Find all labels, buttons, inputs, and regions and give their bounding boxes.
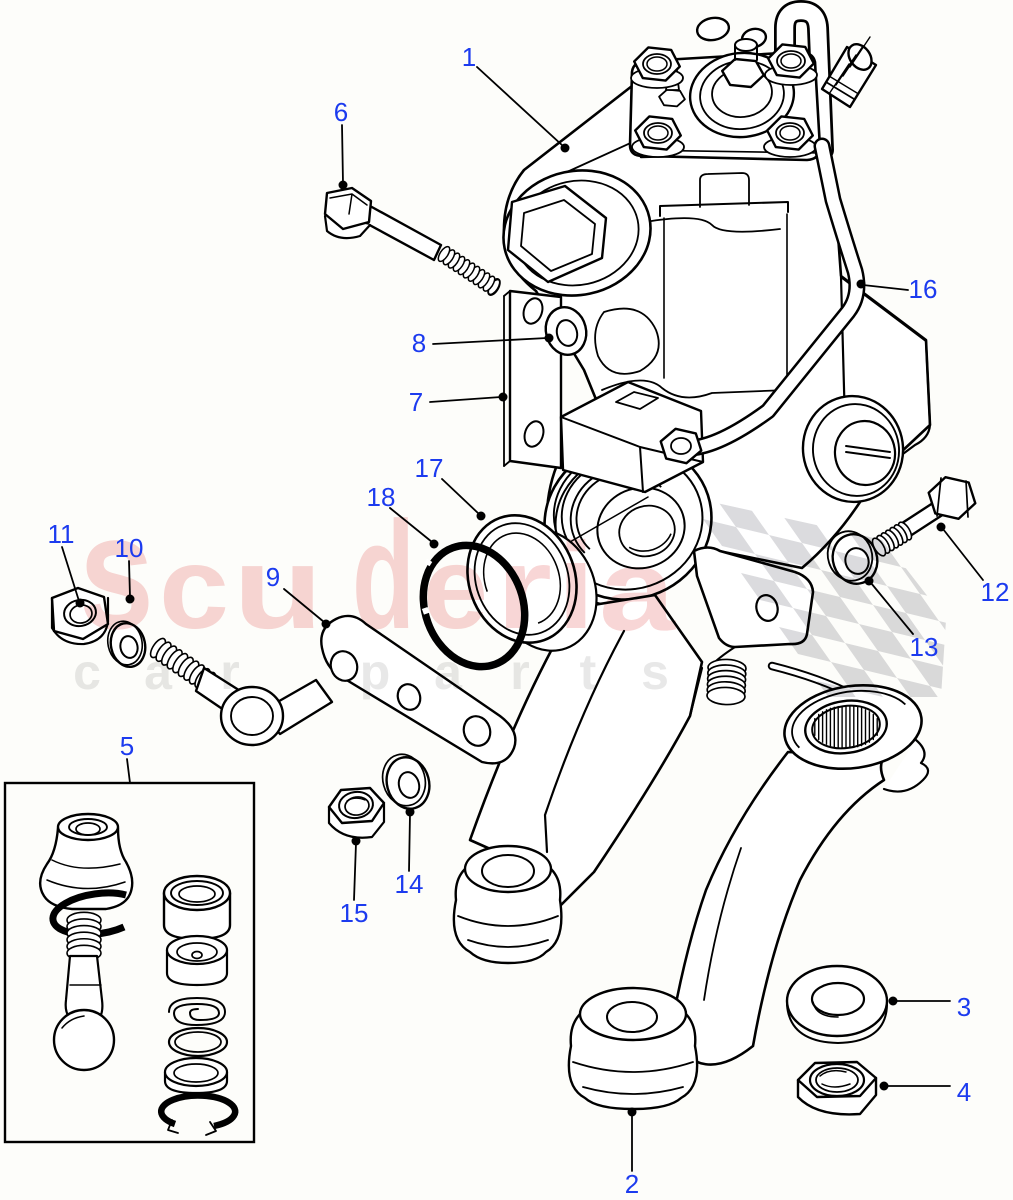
svg-text:i: i — [557, 518, 595, 655]
svg-text:14: 14 — [395, 869, 424, 899]
svg-text:17: 17 — [415, 453, 444, 483]
svg-text:r: r — [496, 522, 552, 653]
svg-text:15: 15 — [340, 898, 369, 928]
svg-text:18: 18 — [367, 482, 396, 512]
svg-text:9: 9 — [266, 562, 280, 592]
svg-text:s: s — [641, 644, 669, 700]
svg-text:13: 13 — [910, 632, 939, 662]
svg-text:3: 3 — [957, 992, 971, 1022]
svg-text:p: p — [360, 644, 391, 700]
svg-text:r: r — [510, 644, 529, 700]
svg-text:7: 7 — [409, 387, 423, 417]
svg-text:d: d — [352, 490, 415, 661]
svg-text:8: 8 — [412, 328, 426, 358]
svg-text:4: 4 — [957, 1077, 971, 1107]
svg-text:c: c — [159, 522, 229, 653]
svg-text:s: s — [79, 480, 154, 663]
svg-text:11: 11 — [48, 519, 75, 549]
svg-text:1: 1 — [462, 42, 476, 72]
svg-text:2: 2 — [625, 1169, 639, 1199]
svg-text:12: 12 — [981, 577, 1010, 607]
svg-text:a: a — [144, 644, 173, 700]
svg-text:a: a — [599, 524, 676, 655]
svg-text:r: r — [220, 644, 239, 700]
svg-text:a: a — [434, 644, 463, 700]
svg-text:6: 6 — [334, 97, 348, 127]
svg-text:u: u — [233, 522, 323, 653]
svg-text:c: c — [73, 644, 101, 700]
svg-text:t: t — [580, 644, 597, 700]
svg-text:16: 16 — [909, 274, 938, 304]
svg-text:10: 10 — [115, 533, 144, 563]
svg-text:5: 5 — [120, 731, 134, 761]
